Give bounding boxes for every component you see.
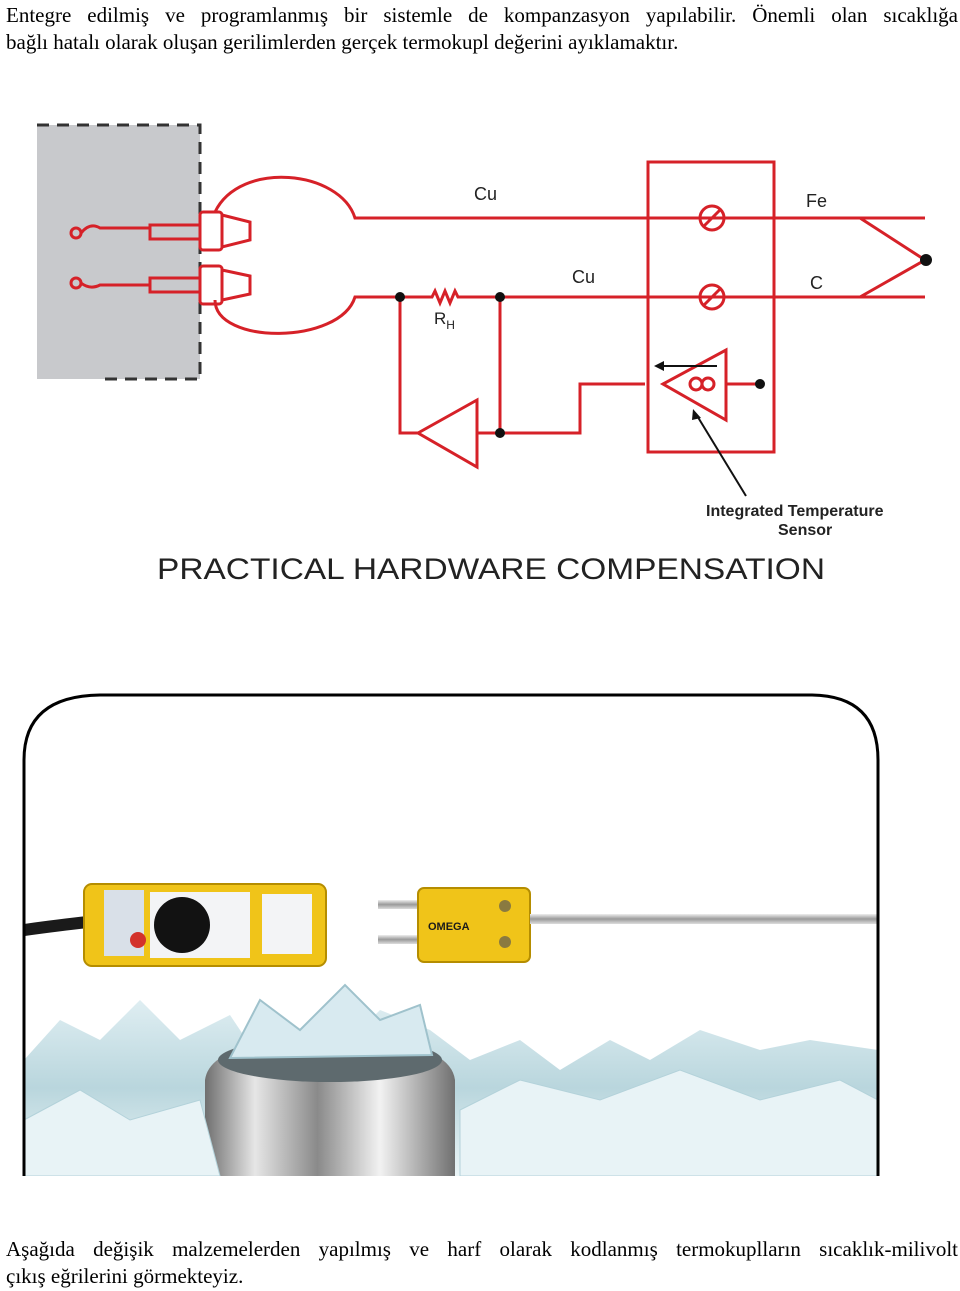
intro-line-1: Entegre edilmiş ve programlanmış bir sis… [6,3,958,27]
sensor-label-line-2: Sensor [778,522,832,539]
junction-dots [395,254,932,438]
ice-in-can [228,983,434,1060]
connector-brand: OMEGA [428,921,470,933]
outro-paragraph: Aşağıda değişik malzemelerden yapılmış v… [6,1236,958,1290]
ice-front-right [459,1069,878,1176]
meter-led [130,932,146,948]
intro-paragraph: Entegre edilmiş ve programlanmış bir sis… [6,2,958,56]
pin-1 [378,900,420,909]
connector-screw-2 [499,936,511,948]
intro-line-2: bağlı hatalı olarak oluşan gerilimlerden… [6,30,679,54]
label-fe: Fe [806,191,827,211]
sensor-arrow-head [654,361,664,371]
ice-front-left [24,1089,221,1176]
sensor-label-line-1: Integrated Temperature [706,503,884,520]
ice-bath-photo: OMEGA [22,693,880,1176]
sensor-pointer-head [692,409,701,420]
circuit-wires [69,160,928,470]
compensation-diagram: Cu Cu Fe C RH Integrated Temperature Sen… [37,123,932,586]
diagram-title: PRACTICAL HARDWARE COMPENSATION [157,553,825,586]
label-cu-mid: Cu [572,267,595,287]
cable [24,916,89,936]
photo-frame [22,693,880,1176]
outro-line-1: Aşağıda değişik malzemelerden yapılmış v… [6,1237,958,1261]
sensor-pointer [695,413,747,497]
connector-screw-1 [499,900,511,912]
outro-line-2: çıkış eğrilerini görmekteyiz. [6,1264,244,1288]
instrument-block-border [37,123,202,381]
meter-knob [154,897,210,953]
pin-2 [378,935,420,944]
label-cu-top: Cu [474,184,497,204]
meter-sticker [262,894,312,954]
label-rh: RH [434,309,455,332]
label-c: C [810,273,823,293]
instrument-block [37,125,200,379]
probe-rod [530,914,878,924]
